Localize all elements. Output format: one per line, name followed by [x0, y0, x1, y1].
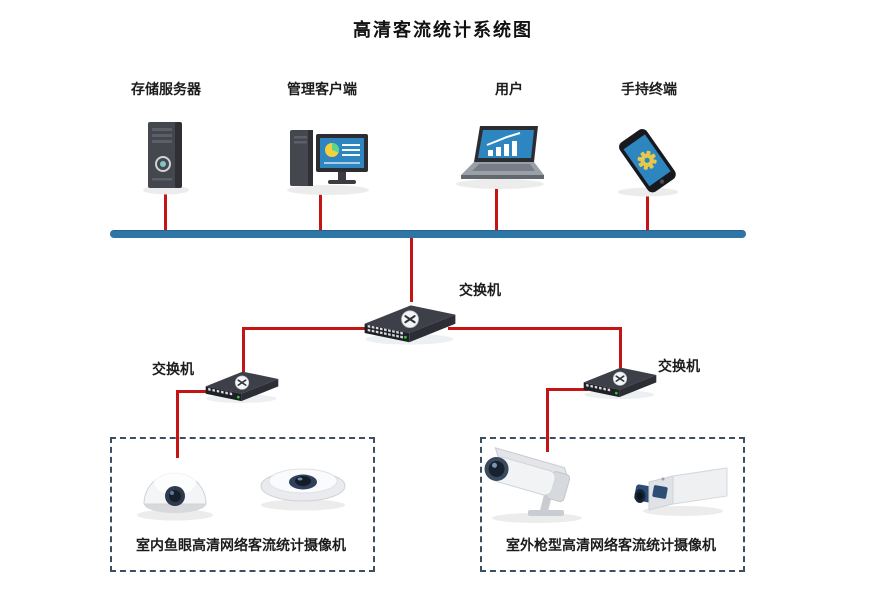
laptop-icon: [450, 122, 545, 192]
label-management-client: 管理客户端: [287, 81, 357, 97]
cable-server-to-bus: [164, 194, 167, 232]
label-right-switch: 交换机: [658, 358, 700, 374]
cable-left-switch-to-cameras-horizontal: [176, 390, 212, 393]
indoor-camera-group-box: [110, 437, 375, 572]
smartphone-icon: [610, 124, 685, 198]
left-switch-icon: [202, 364, 282, 405]
server-tower-icon: [140, 118, 192, 196]
label-outdoor-cameras: 室外枪型高清网络客流统计摄像机: [506, 537, 716, 553]
cable-client-to-bus: [319, 194, 322, 232]
core-switch-icon: [360, 296, 460, 347]
dome-fisheye-camera-icon: [133, 444, 218, 522]
label-indoor-cameras: 室内鱼眼高清网络客流统计摄像机: [136, 537, 346, 553]
cable-left-switch-to-cameras-vertical: [176, 390, 179, 458]
bullet-camera-icon: [480, 440, 595, 525]
diagram-title: 高清客流统计系统图: [353, 20, 533, 40]
box-camera-icon: [633, 448, 733, 518]
outdoor-camera-group-box: [480, 437, 745, 572]
label-user: 用户: [495, 81, 523, 97]
label-handheld-terminal: 手持终端: [621, 81, 677, 97]
label-left-switch: 交换机: [152, 361, 194, 377]
cable-right-switch-to-cameras-vertical: [546, 388, 549, 452]
cable-right-switch-to-cameras-horizontal: [546, 388, 588, 391]
ceiling-fisheye-camera-icon: [256, 452, 351, 512]
cable-bus-to-core-switch: [410, 238, 413, 302]
desktop-computer-icon: [284, 124, 372, 196]
cable-core-to-left-switch-vertical: [242, 327, 245, 372]
cable-core-to-right-switch-horizontal: [448, 327, 622, 330]
cable-phone-to-bus: [646, 192, 649, 232]
cable-core-to-right-switch-vertical: [619, 327, 622, 368]
right-switch-icon: [580, 360, 660, 401]
cable-laptop-to-bus: [495, 188, 498, 232]
label-storage-server: 存储服务器: [131, 81, 201, 97]
label-core-switch: 交换机: [459, 282, 501, 298]
network-bus-line: [110, 230, 746, 238]
cable-core-to-left-switch-horizontal: [242, 327, 382, 330]
